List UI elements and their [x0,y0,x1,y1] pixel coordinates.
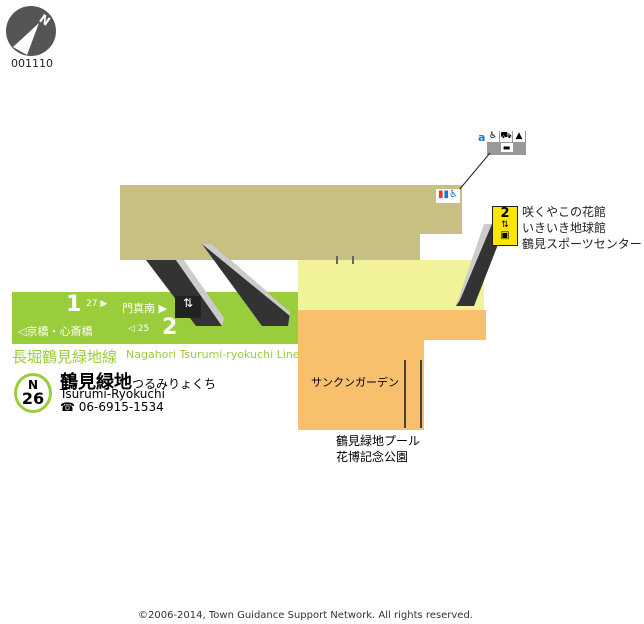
compass-icon: N [6,6,56,56]
exit-destination-label: 鶴見緑地プール花博記念公園 [336,434,421,464]
track-2-direction: ◁京橋・心斎橋 [18,325,93,338]
car-27-marker: 27 ▶ [86,299,126,309]
concourse-notch [420,234,462,260]
sunken-garden-area [298,340,424,430]
exit-2-destinations: 咲くやこの花館いきいき地球館鶴見スポーツセンター [522,205,642,251]
exit-a-label[interactable]: a [478,131,486,144]
station-name-en: Tsurumi-Ryokuchi [60,387,165,401]
car-25-marker: ◁ 25 [128,324,150,334]
line-name-en: Nagahori Tsurumi-ryokuchi Line [126,348,300,361]
copyright: ©2006-2014, Town Guidance Support Networ… [138,610,473,621]
restroom-icon: ▮▮♿ [436,189,460,203]
shelter-icon: ▲ [513,131,525,142]
track-1-direction: 門真南 ▶ [122,302,167,315]
leader-line [458,152,491,191]
elevator-icon: ⇅ [501,220,509,230]
escalator-icon: ▬ [500,143,513,152]
line-name-ja: 長堀鶴見緑地線 [12,348,118,366]
elevator-icon: ⇅ [175,296,201,318]
wheelchair-icon: ♿ [487,131,499,142]
gate-icon [336,256,354,264]
map-code: 001110 [11,57,53,70]
sunken-garden-label: サンクンガーデン [311,376,399,389]
track-2-number: 2 [162,315,178,340]
orange-area [298,310,486,340]
elevator-car-icon: ▣ [500,230,510,241]
concourse-lower [298,234,418,260]
yellow-area [298,260,484,310]
track-1-number: 1 [66,292,82,317]
wall-line [404,360,406,428]
exit-2-badge[interactable]: 2 ⇅ ▣ [492,206,518,246]
wall-line [420,360,422,428]
station-name: 鶴見緑地つるみりょくち [60,372,217,393]
stroller-icon: ⛟ [500,131,512,142]
stairs [146,244,290,326]
station-phone: ☎ 06-6915-1534 [60,400,164,414]
exit-a-facilities: ♿⛟▲ ▬ [487,131,526,155]
